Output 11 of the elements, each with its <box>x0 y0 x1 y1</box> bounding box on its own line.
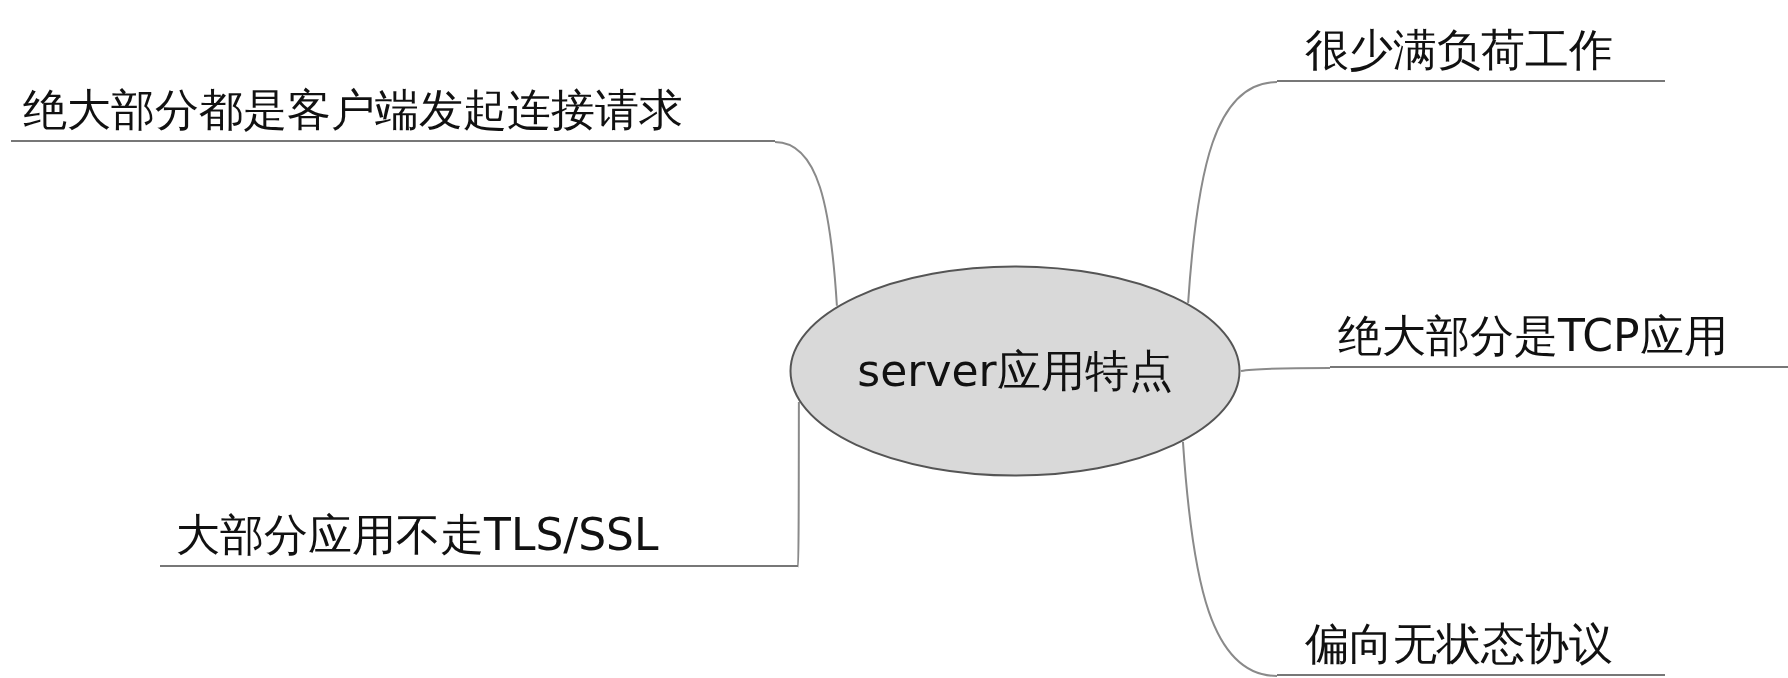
branch-label: 大部分应用不走TLS/SSL <box>160 495 798 567</box>
topic-text: server应用特点 <box>857 344 1173 398</box>
branch-line <box>1240 367 1331 372</box>
branch-label: 绝大部分是TCP应用 <box>1330 296 1788 368</box>
branch-label: 绝大部分都是客户端发起连接请求 <box>11 70 775 142</box>
branch-line <box>1181 440 1278 677</box>
branch-label: 偏向无状态协议 <box>1277 604 1665 676</box>
branch-line <box>797 401 800 568</box>
branch-line <box>774 141 838 307</box>
branch-label: 很少满负荷工作 <box>1277 10 1665 82</box>
branch-line <box>1187 81 1278 304</box>
